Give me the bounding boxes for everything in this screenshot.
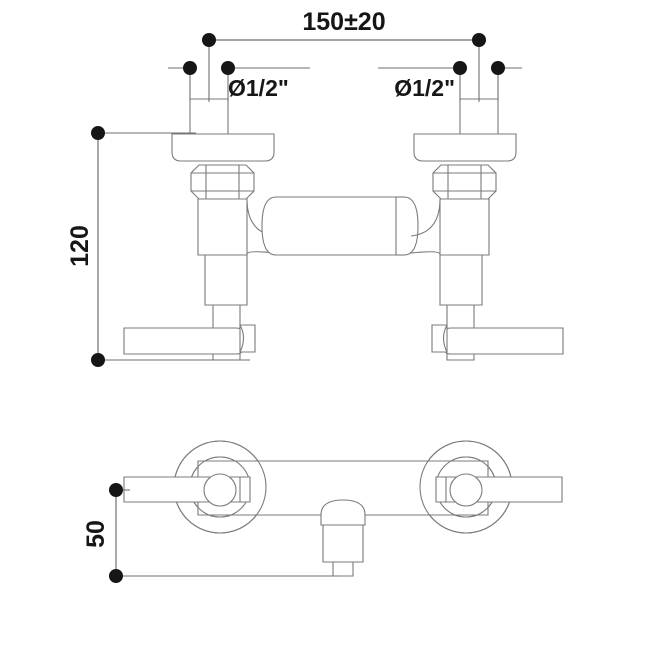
callout-inlet-left: Ø1/2" xyxy=(168,61,310,101)
dim-dot-inlet-left-outer xyxy=(183,61,197,75)
right-valve-assembly xyxy=(410,98,564,361)
dim-dot-inlet-left-inner xyxy=(221,61,235,75)
dim-dot-inlet-right-outer xyxy=(491,61,505,75)
left-inlet-pipe xyxy=(189,98,229,135)
dim-dot-height-bottom xyxy=(91,353,105,367)
front-elevation-view: 150±20 Ø1/2" Ø1/2" xyxy=(66,8,564,367)
plan-spout-body xyxy=(322,524,364,563)
top-plan-view: 50 xyxy=(82,440,563,583)
dimension-projection-depth: 50 xyxy=(82,483,340,583)
left-handle-lever xyxy=(123,327,244,355)
dim-label-overall-height: 120 xyxy=(66,225,94,267)
left-valve-body-upper xyxy=(197,198,248,256)
dim-dot-left-center xyxy=(202,33,216,47)
dim-dot-inlet-right-inner xyxy=(453,61,467,75)
right-escutcheon-flange xyxy=(413,133,517,162)
dim-dot-right-center xyxy=(472,33,486,47)
left-handle-hub-curve xyxy=(239,324,245,353)
left-escutcheon-flange xyxy=(171,133,275,162)
dim-label-center-distance: 150±20 xyxy=(302,8,385,36)
plan-left-stem-cap xyxy=(203,473,237,507)
crossbar-right-fillet xyxy=(403,196,419,256)
dimension-overall-height: 120 xyxy=(66,126,250,367)
left-hex-nut xyxy=(190,164,255,200)
right-handle-hub-curve xyxy=(442,324,448,353)
right-valve-body-upper xyxy=(439,198,490,256)
right-handle-hub xyxy=(431,324,448,353)
dim-label-projection-depth: 50 xyxy=(82,520,110,548)
left-valve-assembly xyxy=(123,98,277,361)
dim-dot-depth-bottom xyxy=(109,569,123,583)
left-valve-body-lower xyxy=(204,254,248,306)
callout-label-inlet-right: Ø1/2" xyxy=(394,75,455,101)
plan-spout-outlet xyxy=(332,561,354,577)
callout-inlet-right: Ø1/2" xyxy=(378,61,522,101)
callout-label-inlet-left: Ø1/2" xyxy=(228,75,289,101)
right-handle-lever xyxy=(443,327,564,355)
right-valve-body-lower xyxy=(439,254,483,306)
crossbar-tube-body xyxy=(261,196,397,256)
dim-dot-depth-top xyxy=(109,483,123,497)
plan-spout-dome xyxy=(320,499,366,526)
left-handle-hub xyxy=(239,324,256,353)
right-fillet-top xyxy=(410,200,441,237)
plan-right-stem-cap xyxy=(449,473,483,507)
center-crossbar-tube xyxy=(261,196,419,256)
dim-dot-height-top xyxy=(91,126,105,140)
right-inlet-pipe xyxy=(459,98,499,135)
right-hex-nut xyxy=(432,164,497,200)
dimension-center-distance: 150±20 xyxy=(202,8,486,102)
right-fillet-bottom xyxy=(410,251,441,255)
